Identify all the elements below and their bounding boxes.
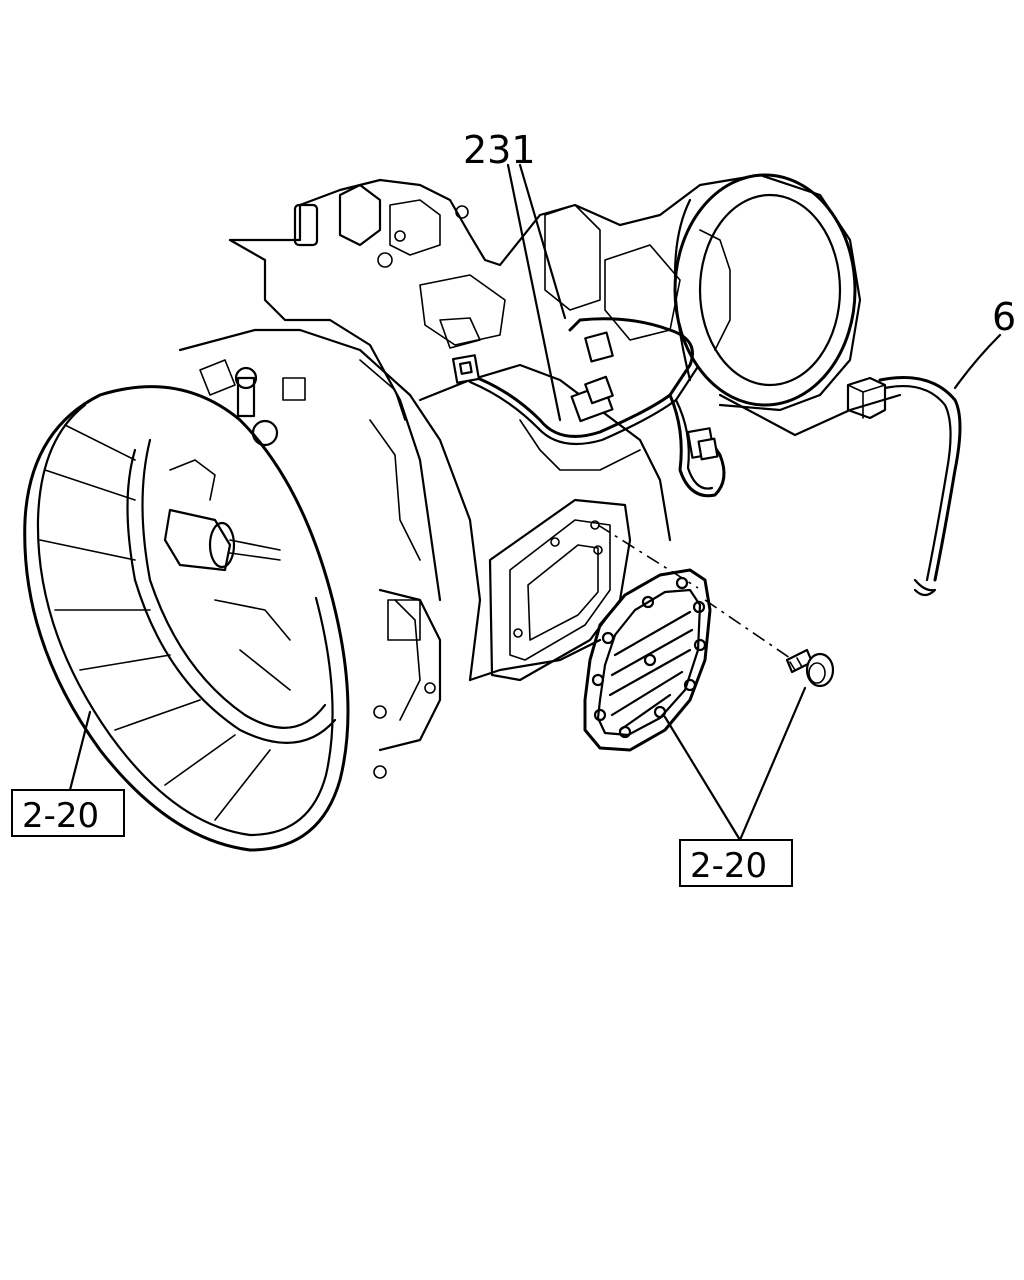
- leader-right-ref-b: [738, 686, 807, 842]
- sensor-harness: [846, 376, 962, 597]
- reference-left-label: 2-20: [22, 796, 99, 836]
- harness-connector-2: [570, 375, 614, 423]
- harness-connector-3: [584, 331, 614, 363]
- flange-bolt: [785, 648, 835, 688]
- callout-harness-part: 231: [463, 128, 536, 172]
- leader-231: [506, 163, 562, 422]
- input-shaft: [163, 508, 232, 572]
- sensor-connector: [846, 376, 887, 420]
- side-cover-plate: [583, 568, 712, 752]
- alignment-line-1: [597, 524, 699, 589]
- reference-box-left: 2-20: [11, 789, 125, 837]
- leader-right-ref-a: [663, 715, 742, 842]
- wiring-harness: [451, 317, 726, 498]
- reference-box-right: 2-20: [679, 839, 793, 887]
- reference-right-label: 2-20: [690, 846, 767, 886]
- leader-left-ref: [68, 710, 92, 792]
- callout-sensor-part: 6: [992, 295, 1016, 339]
- rear-flange: [673, 173, 857, 407]
- harness-connector-1: [451, 354, 481, 384]
- alignment-line-2: [704, 599, 791, 659]
- harness-connector-4: [686, 427, 719, 461]
- bell-housing: [23, 359, 350, 852]
- leader-6: [953, 333, 1002, 390]
